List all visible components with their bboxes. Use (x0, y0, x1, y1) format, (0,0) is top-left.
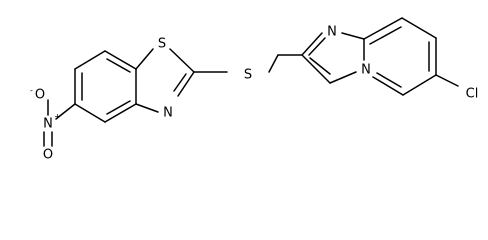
bonds (43, 17, 459, 147)
bond-n-c5 (55, 103, 76, 120)
bond-c7a-c6 (104, 103, 137, 123)
bond-n-c7a (135, 103, 159, 113)
atom-n-nitro: N (43, 117, 53, 132)
bond-c2im-n1-inner (308, 37, 326, 56)
bond-c8-c7 (401, 17, 437, 39)
bond-c6-c5 (402, 74, 437, 96)
bond-s-c2 (169, 48, 195, 73)
bond-c5-nb (372, 76, 404, 96)
bond-c2-n (177, 71, 195, 97)
bond-s-link-ch2 (268, 54, 279, 73)
bond-c3-c2im (301, 54, 331, 84)
bond-c3-c2im-inner (309, 57, 331, 75)
atom-s-ring: S (158, 37, 166, 52)
atom-n-imid: N (327, 25, 337, 40)
bond-c3-c3a (104, 50, 137, 70)
bond-c7a-c6-inner (106, 100, 131, 115)
atom-s-link: S (244, 68, 252, 83)
bond-c6-cl (435, 74, 459, 87)
atom-n-bridge: N (361, 63, 371, 78)
bond-c2im-n1 (301, 32, 323, 56)
atom-n-ring: N (163, 106, 173, 121)
bond-c8a-c8 (363, 17, 403, 40)
bond-c6-c5 (74, 103, 106, 123)
bond-c2-n-inner (173, 73, 187, 92)
atom-cl: Cl (466, 87, 479, 102)
bond-n1-c8a (341, 32, 365, 40)
atom-n-nitro-charge: + (54, 112, 61, 121)
atom-o-minus: O (35, 88, 45, 103)
bond-c4-c3 (74, 50, 106, 70)
bond-c3-c3a-inner (106, 58, 131, 73)
atom-o-double: O (43, 148, 53, 163)
atom-labels: O - N + O S N S N N Cl (30, 25, 478, 163)
bond-c3a-s (135, 48, 154, 70)
bond-c8a-c8-inner (369, 26, 402, 45)
atom-o-minus-charge: - (30, 86, 33, 95)
bond-nb-c3 (329, 71, 357, 84)
bond-c5-nb-inner (376, 72, 402, 88)
molecule-structure: O - N + O S N S N N Cl (30, 17, 478, 163)
